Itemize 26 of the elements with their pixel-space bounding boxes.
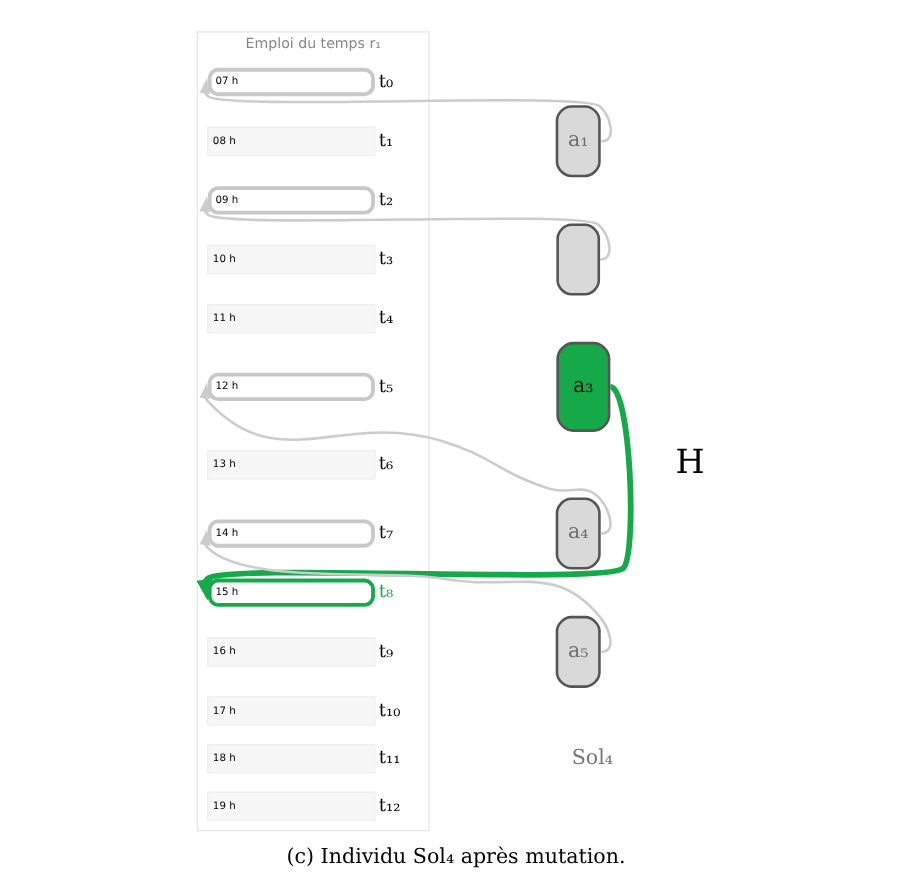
node-label: t₁₁ <box>378 749 401 770</box>
node-label: t₂ <box>378 191 394 212</box>
node-box: a₅ <box>555 615 601 688</box>
arrow <box>199 383 612 535</box>
arrow <box>199 78 612 143</box>
node-label: t₆ <box>378 455 394 476</box>
caption: (c) Individu Sol₄ après mutation. <box>286 844 626 869</box>
label: Sol₄ <box>571 745 614 770</box>
arrow <box>199 196 611 261</box>
label: H <box>675 440 705 481</box>
node-label: t₃ <box>378 250 394 271</box>
node-label: t₉ <box>378 642 394 663</box>
node-label: t₄ <box>378 309 394 330</box>
node-box: a₄ <box>555 497 601 570</box>
node-label: t₁₀ <box>378 701 401 722</box>
arrow <box>199 529 612 654</box>
node-label: t₅ <box>378 377 394 398</box>
node-label: t₁₂ <box>378 797 401 818</box>
node-box <box>556 223 601 296</box>
node-label: t₀ <box>378 72 394 93</box>
node-label: t₁ <box>378 131 394 152</box>
node-label: t₇ <box>378 524 394 545</box>
node-box: a₃ <box>556 341 611 432</box>
arrow <box>196 384 634 601</box>
node-box: a₁ <box>555 105 601 178</box>
node-label: t₈ <box>378 583 394 604</box>
